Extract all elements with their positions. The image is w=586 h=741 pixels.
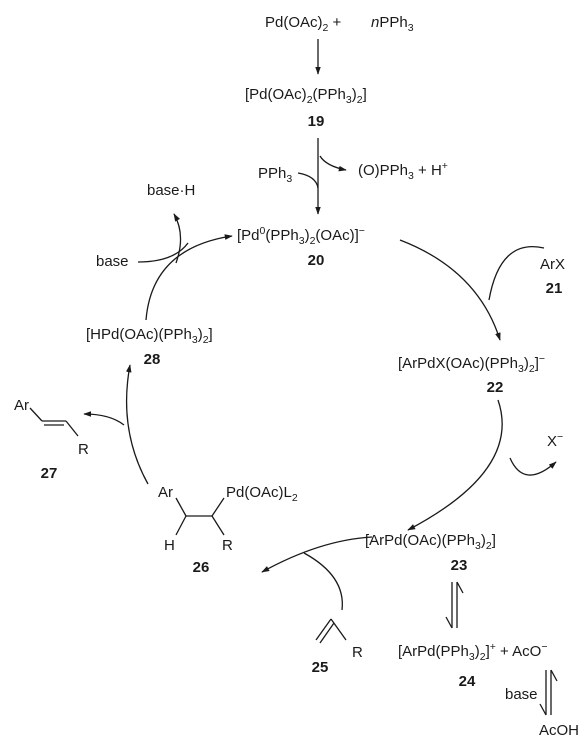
reagent-base-h: base·H [147,182,195,199]
compound-27-ar: Ar [14,397,29,414]
arrow-20-to-22 [399,239,501,341]
reagent-pph3o-hplus: (O)PPh3 + H+ [358,160,448,182]
compound-22-number: 22 [487,379,504,396]
curved-arrow-alkene-in [303,552,343,611]
compound-19-formula: [Pd(OAc)2(PPh3)2] [245,86,367,106]
product-acoh: AcOH [539,722,579,739]
compound-25-number: 25 [312,659,329,676]
arrow-26-to-28 [125,364,149,485]
curved-arrow-pph3o-out [319,155,347,172]
equilibrium-arrows-23-24 [445,581,464,629]
compound-26-structure [175,497,225,536]
curved-arrow-base-in [137,242,189,263]
compound-24-number: 24 [459,673,476,690]
curved-arrow-baseh-out [173,213,182,264]
compound-20-number: 20 [308,252,325,269]
compound-26-pd: Pd(OAc)L2 [226,484,298,504]
n-pph3-label: nPPh3 [371,14,414,34]
equilibrium-arrows-acoh [539,669,558,716]
curved-arrow-pph3-in [297,172,319,189]
compound-23-number: 23 [451,557,468,574]
reagent-base-side: base [505,686,538,703]
compound-19-number: 19 [308,113,325,130]
compound-28-formula: [HPd(OAc)(PPh3)2] [86,326,213,346]
compound-21-number: 21 [546,280,563,297]
curved-arrow-arx-in [488,246,545,301]
compound-28-number: 28 [144,351,161,368]
pd-oac2-label: Pd(OAc)2 + [265,14,342,34]
compound-25-r: R [352,644,363,661]
compound-27-number: 27 [41,465,58,482]
arrow-23-to-26 [261,536,373,573]
compound-21-formula: ArX [540,256,565,273]
compound-24-formula: [ArPd(PPh3)2]+ + AcO− [398,641,547,663]
compound-26-h: H [164,537,175,554]
arrow-28-to-20 [145,234,233,321]
compound-26-number: 26 [193,559,210,576]
compound-26-r: R [222,537,233,554]
compound-22-formula: [ArPdX(OAc)(PPh3)2]− [398,353,545,375]
compound-25-structure [315,618,347,644]
reagent-pph3: PPh3 [258,165,292,185]
curved-arrow-product-out [83,411,125,426]
compound-26-ar: Ar [158,484,173,501]
anion-x-minus: X− [547,431,563,450]
arrow-22-to-23 [407,399,503,531]
compound-20-formula: [Pd0(PPh3)2(OAc)]− [237,225,365,247]
compound-27-structure [29,407,79,437]
curved-arrow-x-out [509,457,557,476]
compound-27-r: R [78,441,89,458]
compound-23-formula: [ArPd(OAc)(PPh3)2] [365,532,496,552]
reagent-base: base [96,253,129,270]
